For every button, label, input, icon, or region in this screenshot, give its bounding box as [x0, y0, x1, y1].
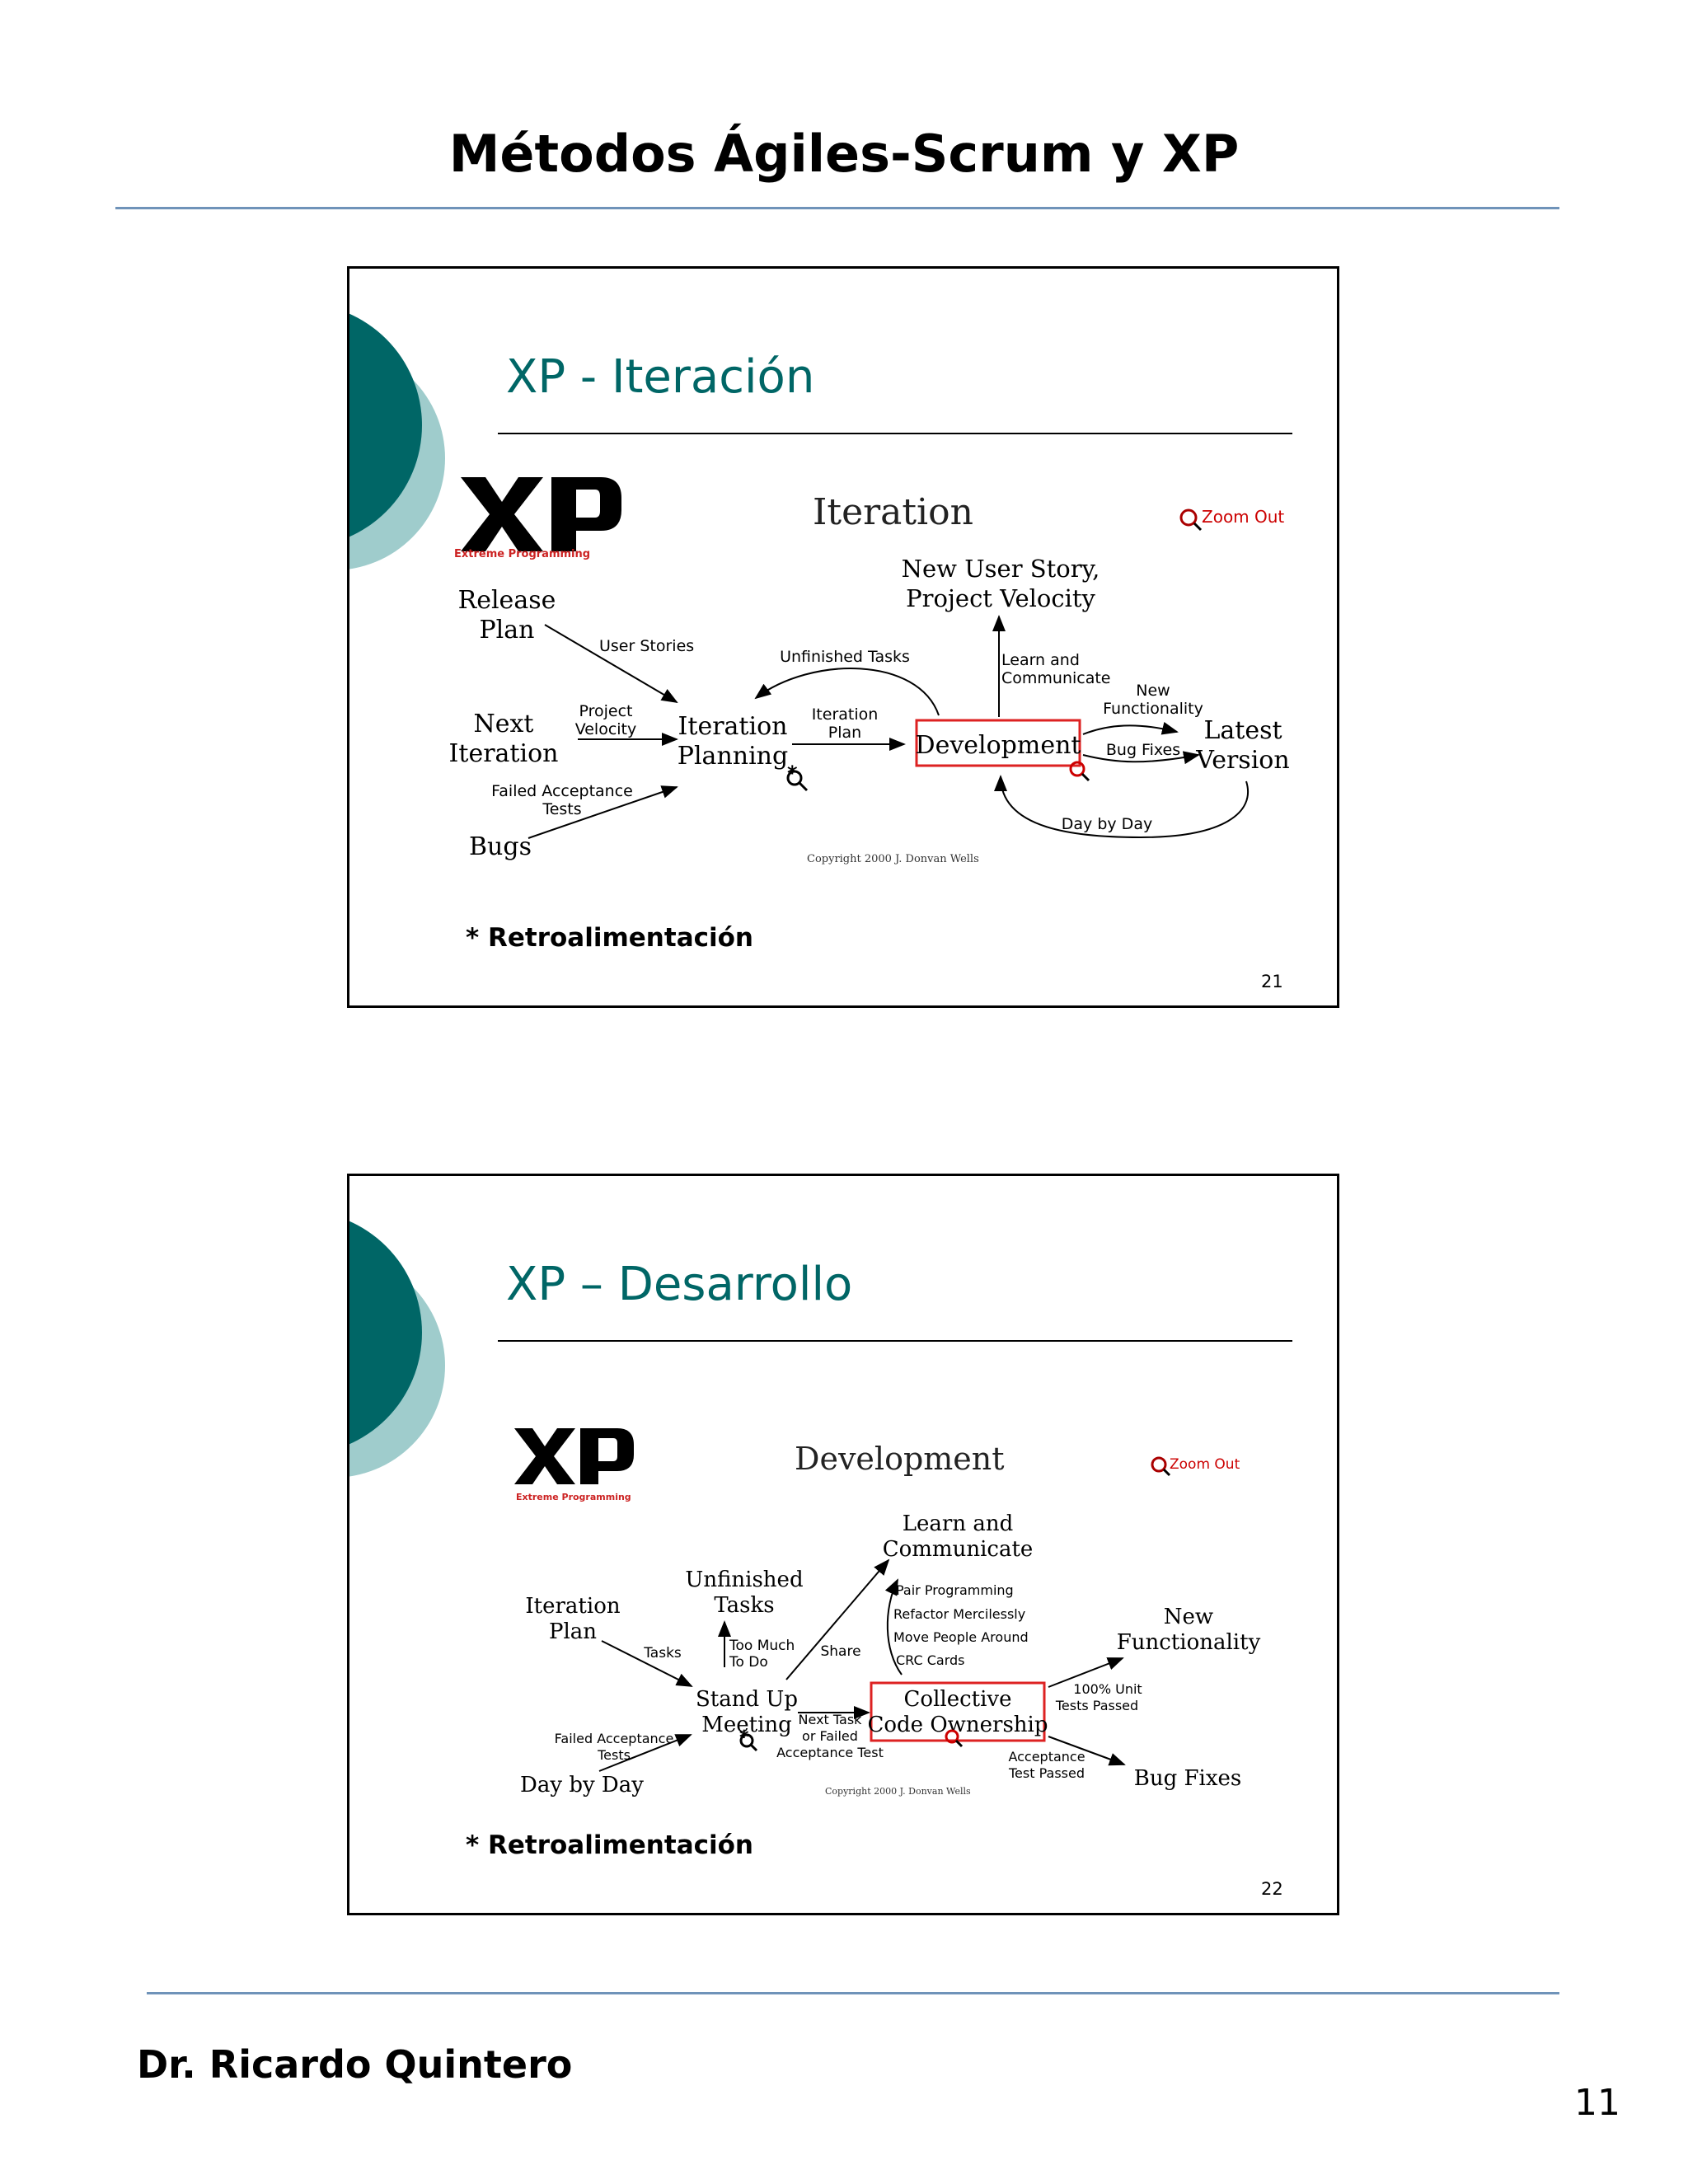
zoom-icon-handle: [1193, 522, 1203, 532]
node-iteration-plan-l2: Plan: [549, 1619, 597, 1644]
label-day-by-day: Day by Day: [1062, 815, 1152, 833]
label-practice-1: Pair Programming: [896, 1582, 1014, 1598]
label-practice-3: Move People Around: [893, 1629, 1029, 1645]
label-learn-communicate-l2: Communicate: [1001, 669, 1111, 687]
node-new-functionality-l1: New: [1164, 1605, 1213, 1629]
zoom-out-link[interactable]: Zoom Out: [1202, 507, 1284, 527]
label-failed-acceptance-l1: Failed Acceptance: [491, 782, 633, 800]
label-project-velocity-l1: Project: [579, 702, 632, 720]
slide-title: XP – Desarrollo: [506, 1258, 852, 1311]
node-collective-l1: Collective: [904, 1687, 1012, 1712]
label-bug-fixes: Bug Fixes: [1106, 741, 1180, 759]
slide-number: 21: [1261, 972, 1283, 991]
xp-logo: Extreme Programming: [514, 1428, 634, 1502]
decor-circle-dark: [349, 313, 422, 537]
node-stand-up-l2: Meeting: [701, 1713, 792, 1737]
label-user-stories: User Stories: [599, 637, 694, 655]
label-share: Share: [820, 1643, 860, 1660]
label-iteration-plan-l2: Plan: [828, 724, 861, 742]
label-iteration-plan-l1: Iteration: [812, 705, 879, 724]
label-too-much-l2: To Do: [729, 1654, 768, 1671]
label-learn-communicate-l1: Learn and: [1001, 651, 1080, 669]
footer-rule: [147, 1992, 1559, 1994]
node-release-plan-l2: Plan: [480, 616, 535, 644]
zoom-icon[interactable]: [1151, 1456, 1167, 1473]
label-acceptance-passed-l2: Test Passed: [1008, 1765, 1085, 1781]
label-new-functionality-l2: Functionality: [1103, 700, 1203, 718]
label-failed-acceptance-l2: Tests: [597, 1747, 631, 1763]
feedback-marker-icon: *: [739, 1727, 758, 1752]
label-tasks: Tasks: [643, 1645, 682, 1661]
label-acceptance-passed-l1: Acceptance: [1008, 1749, 1085, 1765]
node-new-functionality-l2: Functionality: [1117, 1630, 1261, 1655]
node-learn-communicate-l2: Communicate: [883, 1537, 1034, 1562]
diagram-heading: Iteration: [813, 491, 973, 533]
label-unit-tests-l1: 100% Unit: [1073, 1681, 1142, 1697]
magnifier-icon: [945, 1729, 964, 1748]
node-stand-up-l1: Stand Up: [696, 1687, 798, 1712]
zoom-icon[interactable]: [1179, 509, 1198, 527]
label-next-task-l3: Acceptance Test: [776, 1745, 884, 1760]
node-learn-communicate-l1: Learn and: [903, 1511, 1013, 1536]
label-practice-4: CRC Cards: [896, 1652, 965, 1668]
node-next-iteration-l2: Iteration: [449, 739, 559, 768]
page-title: Métodos Ágiles-Scrum y XP: [448, 124, 1240, 184]
label-failed-acceptance-l1: Failed Acceptance: [555, 1731, 674, 1746]
copyright: Copyright 2000 J. Donvan Wells: [825, 1786, 971, 1797]
label-practice-2: Refactor Mercilessly: [893, 1606, 1025, 1622]
logo-caption: Extreme Programming: [516, 1492, 631, 1502]
node-release-plan-l1: Release: [458, 586, 556, 615]
label-too-much-l1: Too Much: [729, 1638, 795, 1654]
node-iteration-planning-l1: Iteration: [678, 712, 788, 741]
label-next-task-l2: or Failed: [802, 1728, 858, 1744]
slide-22: XP – Desarrollo Extreme Programming Deve…: [347, 1174, 1339, 1915]
slide-number: 22: [1261, 1879, 1283, 1899]
node-new-user-story-l1: New User Story,: [902, 555, 1100, 583]
label-new-functionality-l1: New: [1136, 682, 1170, 700]
label-project-velocity-l2: Velocity: [575, 720, 637, 738]
logo-caption: Extreme Programming: [454, 548, 590, 560]
node-iteration-plan-l1: Iteration: [525, 1594, 620, 1619]
node-next-iteration-l1: Next: [474, 710, 534, 738]
development-box: [915, 719, 1081, 767]
node-new-user-story-l2: Project Velocity: [906, 584, 1095, 612]
node-development: Development: [916, 731, 1081, 760]
slide-21: XP - Iteración Extreme Programming Itera…: [347, 266, 1339, 1008]
arrows: [598, 1558, 1126, 1772]
decor-circle-dark: [349, 1221, 422, 1445]
slide-title: XP - Iteración: [506, 350, 814, 404]
zoom-icon-handle: [1162, 1468, 1171, 1477]
zoom-out-link[interactable]: Zoom Out: [1170, 1456, 1240, 1473]
copyright: Copyright 2000 J. Donvan Wells: [807, 853, 979, 865]
node-unfinished-tasks-l2: Tasks: [714, 1593, 774, 1618]
node-unfinished-tasks-l1: Unfinished: [685, 1568, 803, 1592]
author-name: Dr. Ricardo Quintero: [137, 2042, 573, 2087]
svg-text:*: *: [739, 1727, 749, 1748]
label-next-task-l1: Next Task: [799, 1712, 863, 1727]
page-number: 11: [1574, 2082, 1620, 2124]
label-unfinished-tasks: Unfinished Tasks: [780, 648, 910, 666]
arrows: [528, 615, 1249, 839]
node-bug-fixes: Bug Fixes: [1134, 1766, 1242, 1791]
feedback-note: * Retroalimentación: [466, 923, 753, 953]
label-failed-acceptance-l2: Tests: [542, 800, 581, 818]
node-latest-version-l1: Latest: [1203, 716, 1282, 745]
diagram-heading: Development: [795, 1441, 1005, 1477]
node-day-by-day: Day by Day: [520, 1773, 644, 1797]
xp-logo: Extreme Programming: [454, 477, 621, 560]
feedback-marker-icon: *: [786, 762, 809, 792]
node-bugs: Bugs: [469, 832, 532, 861]
svg-text:*: *: [787, 762, 798, 785]
magnifier-icon: [1069, 761, 1090, 782]
node-iteration-planning-l2: Planning: [678, 742, 788, 771]
label-unit-tests-l2: Tests Passed: [1055, 1698, 1138, 1713]
node-latest-version-l2: Version: [1195, 746, 1289, 775]
header-rule: [115, 207, 1559, 209]
feedback-note: * Retroalimentación: [466, 1830, 753, 1860]
